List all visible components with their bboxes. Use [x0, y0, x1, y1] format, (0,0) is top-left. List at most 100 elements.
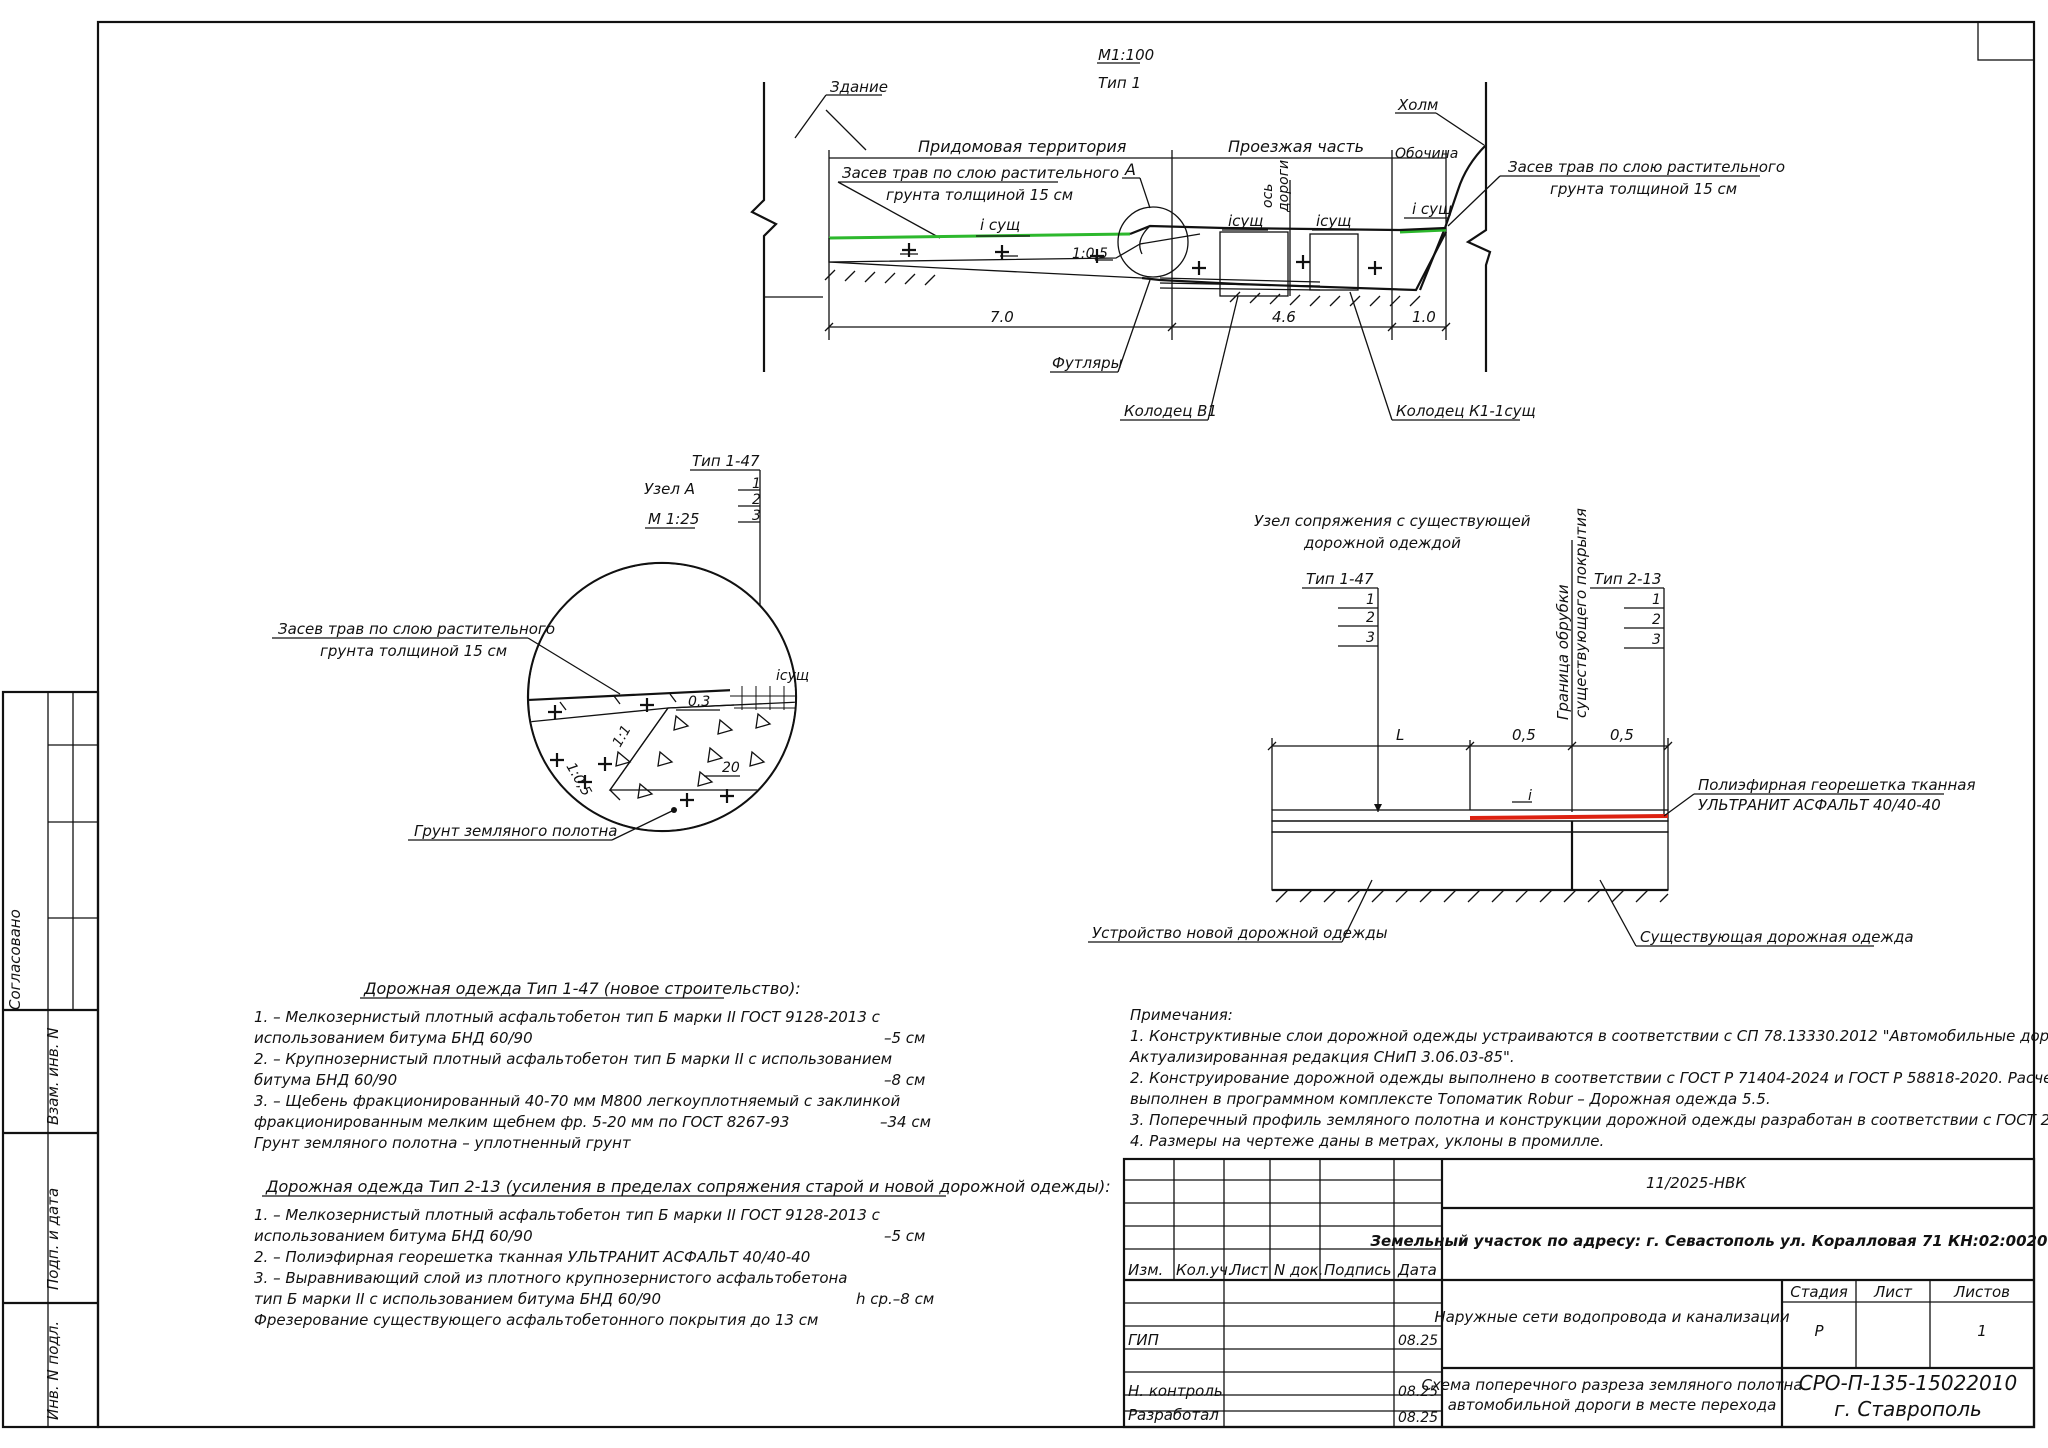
grass-left-line1: Засев трав по слою растительного	[842, 164, 1119, 182]
node-a-layer-2: 2	[752, 492, 761, 508]
junction-dim-05b: 0,5	[1610, 726, 1634, 744]
road-axis-line1: ось	[1260, 183, 1276, 208]
junction-slope-i: i	[1528, 788, 1532, 804]
node-a-marker	[1117, 206, 1189, 278]
junction-left-layer-3: 3	[1366, 630, 1375, 646]
spec1-line-4: 3. – Щебень фракционированный 40-70 мм М…	[254, 1092, 900, 1110]
note-line-3: выполнен в программном комплексте Топома…	[1130, 1090, 1771, 1108]
spec1-line-2: 2. – Крупнозернистый плотный асфальтобет…	[254, 1050, 892, 1068]
razrab-date: 08.25	[1398, 1410, 1438, 1426]
gip-label: ГИП	[1128, 1331, 1159, 1349]
node-a-title: Узел А	[644, 480, 695, 498]
spec1-line-3: битума БНД 60/90	[254, 1071, 397, 1089]
slope-i-left: i сущ	[980, 216, 1020, 234]
notes: Примечания: 1. Конструктивные слои дорож…	[1129, 1006, 2048, 1150]
spec1-line-1: использованием битума БНД 60/90	[254, 1029, 533, 1047]
junction-right-layer-1: 1	[1652, 592, 1661, 608]
geogrid-label-2: УЛЬТРАНИТ АСФАЛЬТ 40/40-40	[1698, 796, 1941, 814]
node-a-grass-1: Засев трав по слою растительного	[278, 620, 555, 638]
inv-replace-label: Взам. инв. N	[44, 1028, 62, 1125]
junction-left-layer-2: 2	[1366, 610, 1375, 626]
th-list: Лист	[1229, 1261, 1269, 1279]
road-axis-line2: дороги	[1276, 160, 1292, 213]
new-pavement-base	[1271, 831, 1573, 891]
spec-type-1-47: Дорожная одежда Тип 1-47 (новое строител…	[254, 979, 931, 1152]
spec2-value-4: h ср.–8 см	[856, 1290, 934, 1308]
sheets-value: 1	[1977, 1322, 1987, 1340]
notes-heading: Примечания:	[1130, 1006, 1233, 1024]
spec1-line-6: Грунт земляного полотна – уплотненный гр…	[254, 1134, 632, 1152]
main-scale: М1:100	[1098, 46, 1154, 64]
geogrid-line	[1469, 814, 1669, 820]
junction-border-1: Граница обрубки	[1554, 584, 1572, 720]
node-a-layer-3: 3	[752, 508, 761, 524]
note-line-0: 1. Конструктивные слои дорожной одежды у…	[1130, 1027, 2048, 1045]
slope-i-mid2: iсущ	[1316, 212, 1351, 230]
title-code: 11/2025-НВК	[1646, 1174, 1747, 1192]
slope-i-right: i сущ	[1412, 200, 1452, 218]
th-kol: Кол.уч.	[1176, 1261, 1233, 1279]
th-ndok: N док.	[1274, 1261, 1323, 1279]
org-line-2: г. Ставрополь	[1834, 1397, 1982, 1421]
stage-value: Р	[1814, 1322, 1824, 1340]
node-a-scale: М 1:25	[648, 510, 699, 528]
junction-border-2: существующего покрытия	[1572, 508, 1590, 718]
node-a-dim-20: 20	[722, 760, 740, 776]
main-type: Тип 1	[1098, 74, 1141, 92]
nkontrol-date: 08.25	[1398, 1384, 1438, 1400]
dim-yard: 7.0	[990, 308, 1014, 326]
spec2-value-1: –5 см	[884, 1227, 925, 1245]
sheets-header: Листов	[1953, 1283, 2010, 1301]
node-a-type: Тип 1-47	[692, 452, 760, 470]
existing-pavement	[1571, 831, 1669, 891]
th-podpis: Подпись	[1324, 1261, 1391, 1279]
zone-yard-label: Придомовая территория	[918, 137, 1127, 156]
cases-label: Футляры	[1052, 354, 1123, 372]
drawing-title-2: автомобильной дороги в месте перехода	[1448, 1396, 1777, 1414]
stage-header: Стадия	[1790, 1283, 1848, 1301]
junction-dim-05a: 0,5	[1512, 726, 1536, 744]
spec2-line-2: 2. – Полиэфирная георешетка тканная УЛЬТ…	[254, 1248, 810, 1266]
agreed-label: Согласовано	[6, 909, 24, 1010]
junction-detail: Узел сопряжения с существующей дорожной …	[1088, 508, 1975, 947]
nkontrol-label: Н. контроль	[1128, 1382, 1223, 1400]
th-data: Дата	[1397, 1261, 1437, 1279]
node-a-detail: Тип 1-47 Узел А М 1:25 1 2 3 0.3 iсущ 1:…	[272, 452, 809, 841]
node-a-dim-03: 0.3	[688, 694, 710, 710]
grass-left-line2: грунта толщиной 15 см	[886, 186, 1073, 204]
title-site: Земельный участок по адресу: г. Севастоп…	[1370, 1232, 2048, 1250]
junction-title-1: Узел сопряжения с существующей	[1254, 512, 1531, 530]
inv-orig-label: Инв. N подл.	[44, 1321, 62, 1420]
node-a-circle	[526, 561, 798, 833]
node-a-grass-2: грунта толщиной 15 см	[320, 642, 507, 660]
sign-date-label: Подп. и дата	[44, 1188, 62, 1290]
spec1-value-5: –34 см	[880, 1113, 931, 1131]
node-a-slope: iсущ	[776, 668, 809, 684]
spec2-heading: Дорожная одежда Тип 2-13 (усиления в пре…	[265, 1177, 1111, 1196]
spec1-heading: Дорожная одежда Тип 1-47 (новое строител…	[363, 979, 801, 998]
junction-type-left: Тип 1-47	[1306, 570, 1374, 588]
new-pavement-label: Устройство новой дорожной одежды	[1092, 924, 1388, 942]
grass-right-line1: Засев трав по слою растительного	[1508, 158, 1785, 176]
building-label: Здание	[830, 78, 888, 96]
well-b1-shape	[1219, 231, 1289, 297]
node-a-letter: А	[1124, 160, 1136, 179]
grass-right-line	[1399, 228, 1447, 234]
gip-date: 08.25	[1398, 1333, 1438, 1349]
razrab-label: Разработал	[1128, 1406, 1219, 1424]
zone-shoulder-label: Обочина	[1395, 146, 1458, 162]
junction-type-right: Тип 2-13	[1594, 570, 1662, 588]
zone-road-label: Проезжая часть	[1228, 137, 1364, 156]
grass-right-line2: грунта толщиной 15 см	[1550, 180, 1737, 198]
title-block: 11/2025-НВК Земельный участок по адресу:…	[1122, 1157, 2048, 1429]
left-stamp: Согласовано Взам. инв. N Подп. и дата Ин…	[1, 690, 100, 1429]
node-a-ground: Грунт земляного полотна	[414, 822, 618, 840]
existing-pavement-label: Существующая дорожная одежда	[1640, 928, 1914, 946]
note-line-4: 3. Поперечный профиль земляного полотна …	[1130, 1111, 2048, 1129]
junction-right-layer-3: 3	[1652, 632, 1661, 648]
dim-shoulder: 1.0	[1412, 308, 1436, 326]
note-line-1: Актуализированная редакция СНиП 3.06.03-…	[1129, 1048, 1515, 1066]
th-izm: Изм.	[1128, 1261, 1163, 1279]
spec2-line-5: Фрезерование существующего асфальтобетон…	[254, 1311, 818, 1329]
